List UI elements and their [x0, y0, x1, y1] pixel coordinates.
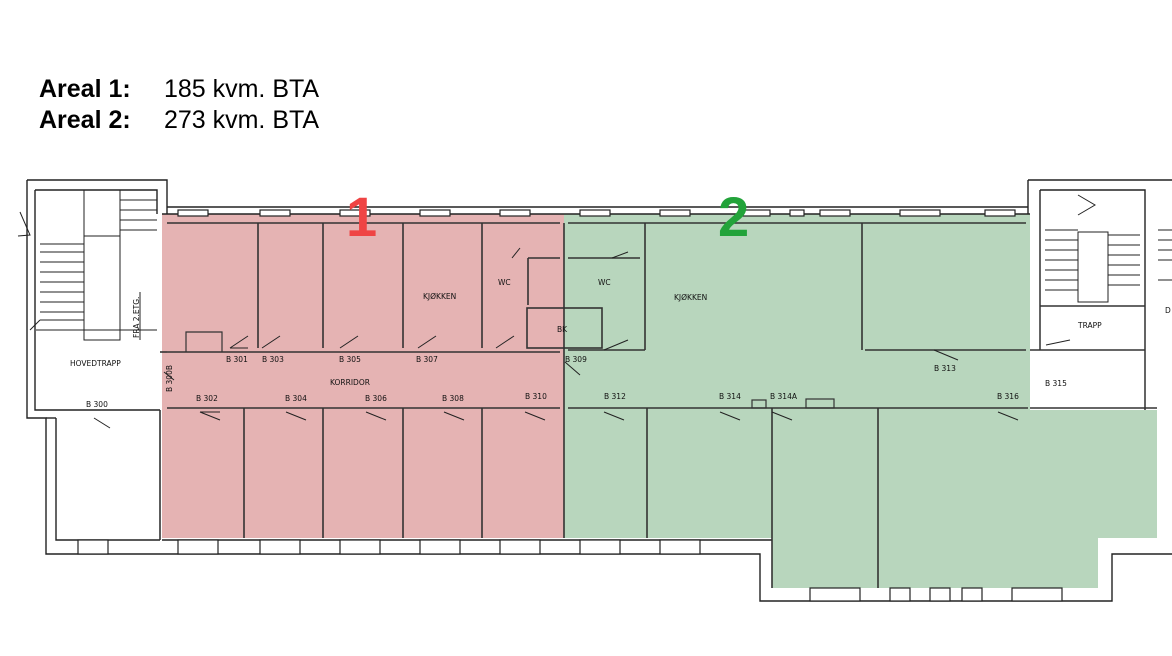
door-b314: B 314	[719, 392, 741, 401]
room-wc-2: WC	[598, 278, 611, 287]
door-b309: B 309	[565, 355, 587, 364]
door-b313: B 313	[934, 364, 956, 373]
room-hovedtrapp: HOVEDTRAPP	[70, 359, 121, 368]
area-1-value: 185 kvm. BTA	[163, 75, 320, 103]
area-2-label: Areal 2:	[39, 106, 131, 134]
room-d: D	[1165, 306, 1171, 315]
area-2-value: 273 kvm. BTA	[163, 106, 320, 134]
room-bk: BK	[557, 325, 568, 334]
door-b300b: B 300B	[165, 365, 174, 392]
door-swings	[93, 247, 1071, 429]
room-trapp: TRAPP	[1077, 321, 1102, 330]
zone-2-fill	[564, 214, 1157, 588]
room-kjokken-1: KJØKKEN	[423, 292, 456, 301]
room-korridor: KORRIDOR	[330, 378, 370, 387]
door-b308: B 308	[442, 394, 464, 403]
room-fra-2etg: FRA 2.ETG.	[132, 297, 141, 338]
door-b315: B 315	[1045, 379, 1067, 388]
area-summary: Areal 1: 185 kvm. BTA Areal 2: 273 kvm. …	[39, 74, 319, 136]
door-b316: B 316	[997, 392, 1019, 401]
area-1-label: Areal 1:	[39, 75, 131, 103]
door-b306: B 306	[365, 394, 387, 403]
door-b310: B 310	[525, 392, 547, 401]
area-1-row: Areal 1: 185 kvm. BTA	[39, 74, 319, 105]
room-kjokken-2: KJØKKEN	[674, 293, 707, 302]
room-wc-1: WC	[498, 278, 511, 287]
door-b314a: B 314A	[770, 392, 798, 401]
door-b307: B 307	[416, 355, 438, 364]
zone-1-fill	[162, 214, 564, 538]
door-b301: B 301	[226, 355, 248, 364]
interior-walls	[159, 222, 1157, 588]
area-2-row: Areal 2: 273 kvm. BTA	[39, 105, 319, 136]
top-windows	[177, 209, 1016, 217]
right-stair	[1045, 194, 1172, 303]
door-b312: B 312	[604, 392, 626, 401]
door-b302: B 302	[196, 394, 218, 403]
zone-1-number: 1	[346, 185, 377, 248]
door-b304: B 304	[285, 394, 307, 403]
left-stair	[17, 190, 157, 341]
door-b300: B 300	[86, 400, 108, 409]
zone-2-number: 2	[718, 185, 749, 248]
fixtures	[185, 331, 835, 409]
door-b305: B 305	[339, 355, 361, 364]
door-b303: B 303	[262, 355, 284, 364]
bottom-windows	[77, 539, 1063, 602]
